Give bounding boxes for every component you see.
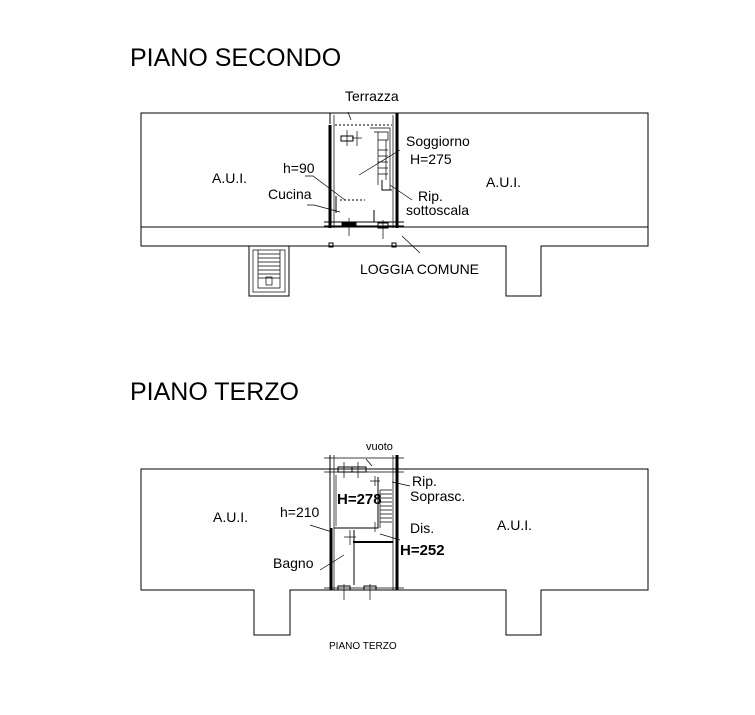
unit-walls	[309, 455, 411, 600]
label-dis: Dis.	[410, 520, 434, 536]
label-aui-left: A.U.I.	[212, 170, 247, 186]
plan-title-second: PIANO SECONDO	[130, 44, 341, 72]
building-outline	[140, 468, 649, 636]
label-soprasc: Soprasc.	[410, 488, 465, 504]
plan-title-third: PIANO TERZO	[130, 378, 299, 406]
label-h210: h=210	[280, 504, 320, 520]
label-aui-left: A.U.I.	[213, 509, 248, 525]
plan-third-floor: PIANO TERZO	[130, 378, 649, 652]
unit-walls	[305, 111, 421, 254]
label-loggia-comune: LOGGIA COMUNE	[360, 261, 479, 277]
label-vuoto: vuoto	[366, 441, 393, 453]
plan-second-floor: PIANO SECONDO	[130, 44, 649, 297]
plan-caption: PIANO TERZO	[329, 641, 397, 652]
label-soggiorno: Soggiorno	[406, 133, 470, 149]
label-rip: Rip.	[418, 188, 443, 204]
label-sottoscala: sottoscala	[406, 202, 469, 218]
label-terrazza: Terrazza	[345, 88, 399, 104]
label-h90: h=90	[283, 160, 315, 176]
label-soggiorno-height: H=275	[410, 151, 452, 167]
label-aui-right: A.U.I.	[486, 174, 521, 190]
label-bagno: Bagno	[273, 555, 314, 571]
label-h278: H=278	[337, 491, 382, 508]
label-cucina: Cucina	[268, 186, 312, 202]
stair-icon	[248, 245, 290, 297]
label-rip: Rip.	[412, 473, 437, 489]
label-aui-right: A.U.I.	[497, 517, 532, 533]
label-h252: H=252	[400, 542, 445, 559]
